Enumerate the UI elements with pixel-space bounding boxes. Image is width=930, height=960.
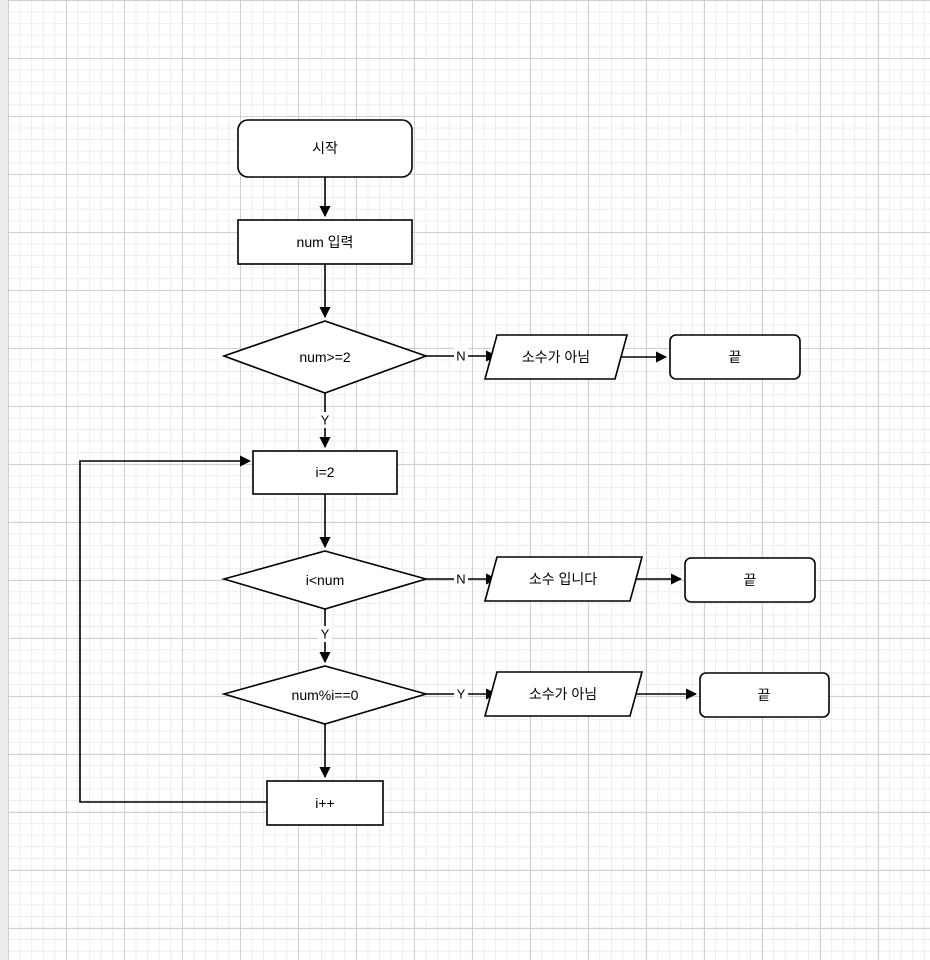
cond2-decision bbox=[221, 550, 429, 610]
out3-io bbox=[483, 671, 644, 717]
start-terminal bbox=[237, 119, 413, 178]
cond2-label: i<num bbox=[306, 572, 345, 588]
end2-label: 끝 bbox=[744, 572, 757, 588]
edge-loop-back bbox=[79, 455, 267, 803]
cond2-no-label: N bbox=[456, 572, 465, 587]
incr-label: i++ bbox=[315, 795, 334, 811]
end2-terminal bbox=[684, 557, 816, 603]
end3-terminal bbox=[699, 672, 830, 718]
start-label: 시작 bbox=[312, 140, 338, 156]
cond3-yes-label: Y bbox=[457, 687, 466, 702]
cond1-no-label: N bbox=[456, 349, 465, 364]
out2-io bbox=[483, 556, 644, 602]
input-label: num 입력 bbox=[297, 234, 354, 250]
cond2-yes-label: Y bbox=[321, 627, 330, 642]
cond1-decision bbox=[221, 320, 429, 394]
input-process bbox=[237, 219, 413, 265]
out1-label: 소수가 아님 bbox=[522, 349, 590, 365]
init-process bbox=[252, 450, 398, 495]
init-label: i=2 bbox=[315, 464, 334, 480]
end1-label: 끝 bbox=[729, 349, 742, 365]
incr-process bbox=[266, 780, 384, 826]
cond1-label: num>=2 bbox=[299, 349, 351, 365]
out2-label: 소수 입니다 bbox=[529, 571, 597, 587]
out3-label: 소수가 아님 bbox=[529, 686, 597, 702]
out1-io bbox=[483, 334, 629, 380]
cond1-yes-label: Y bbox=[321, 413, 330, 428]
end1-terminal bbox=[669, 334, 801, 380]
cond3-label: num%i==0 bbox=[292, 687, 359, 703]
cond3-decision bbox=[221, 665, 429, 725]
canvas-left-edge bbox=[0, 0, 8, 960]
end3-label: 끝 bbox=[758, 687, 771, 703]
